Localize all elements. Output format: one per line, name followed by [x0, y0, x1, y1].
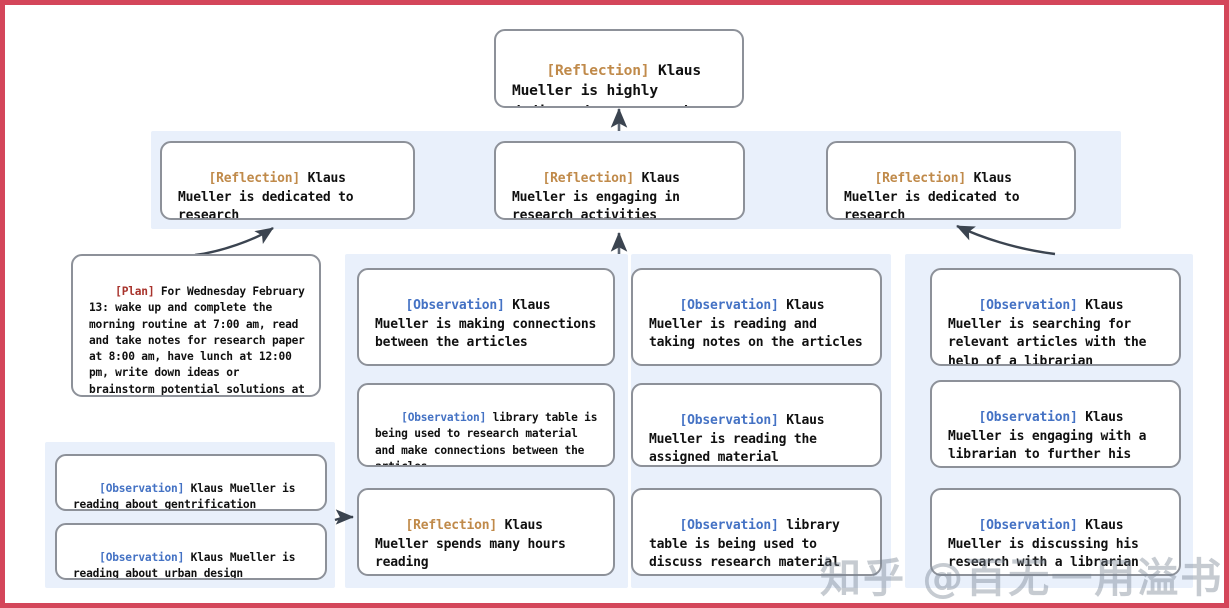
node-text: Klaus Mueller is discussing his research…	[948, 518, 1147, 571]
node-tag: [Observation]	[978, 518, 1078, 534]
column1-node-2[interactable]: [Observation] library table is being use…	[357, 383, 615, 467]
column2-node-3[interactable]: [Observation] library table is being use…	[631, 488, 882, 576]
node-text: Klaus Mueller is engaging in research ac…	[512, 171, 688, 220]
node-tag: [Observation]	[401, 411, 487, 425]
node-text: Klaus Mueller spends many hours reading	[375, 518, 574, 571]
node-text: library table is being used to discuss r…	[649, 518, 848, 571]
node-tag: [Reflection]	[542, 171, 635, 187]
node-tag: [Observation]	[99, 482, 185, 496]
left-observation-node-1[interactable]: [Observation] Klaus Mueller is reading a…	[55, 454, 327, 511]
column1-node-1[interactable]: [Observation] Klaus Mueller is making co…	[357, 268, 615, 366]
tier2-reflection-node-middle[interactable]: [Reflection] Klaus Mueller is engaging i…	[494, 141, 745, 220]
node-text: Klaus Mueller is making connections betw…	[375, 298, 604, 351]
column2-node-2[interactable]: [Observation] Klaus Mueller is reading t…	[631, 383, 882, 467]
node-text: library table is being used to research …	[375, 411, 604, 467]
node-text: For Wednesday February 13: wake up and c…	[89, 285, 305, 396]
left-observation-node-2[interactable]: [Observation] Klaus Mueller is reading a…	[55, 523, 327, 580]
node-tag: [Plan]	[115, 285, 155, 299]
node-text: Klaus Mueller is reading about gentrific…	[73, 482, 302, 511]
column3-node-3[interactable]: [Observation] Klaus Mueller is discussin…	[930, 488, 1181, 576]
node-text: Klaus Mueller is dedicated to research	[178, 171, 362, 220]
node-text: Klaus Mueller is reading the assigned ma…	[649, 413, 833, 466]
root-reflection-node[interactable]: [Reflection] Klaus Mueller is highly ded…	[494, 29, 744, 108]
node-tag: [Observation]	[679, 413, 779, 429]
node-tag: [Observation]	[679, 298, 779, 314]
column2-node-1[interactable]: [Observation] Klaus Mueller is reading a…	[631, 268, 882, 366]
column3-node-1[interactable]: [Observation] Klaus Mueller is searching…	[930, 268, 1181, 366]
tier2-reflection-node-left[interactable]: [Reflection] Klaus Mueller is dedicated …	[160, 141, 415, 220]
node-text: Klaus Mueller is highly dedicated to res…	[512, 61, 701, 106]
node-text: Klaus Mueller is reading about urban des…	[73, 551, 302, 580]
node-text: Klaus Mueller is engaging with a librari…	[948, 410, 1147, 466]
node-tag: [Reflection]	[546, 61, 650, 79]
node-tag: [Observation]	[978, 298, 1078, 314]
node-text: Klaus Mueller is searching for relevant …	[948, 298, 1154, 366]
tier2-reflection-node-right[interactable]: [Reflection] Klaus Mueller is dedicated …	[826, 141, 1076, 220]
node-tag: [Reflection]	[208, 171, 301, 187]
column1-node-3[interactable]: [Reflection] Klaus Mueller spends many h…	[357, 488, 615, 576]
node-tag: [Observation]	[405, 298, 505, 314]
plan-node[interactable]: [Plan] For Wednesday February 13: wake u…	[71, 254, 321, 397]
node-tag: [Observation]	[99, 551, 185, 565]
node-tag: [Reflection]	[874, 171, 967, 187]
column3-node-2[interactable]: [Observation] Klaus Mueller is engaging …	[930, 380, 1181, 468]
node-text: Klaus Mueller is dedicated to research	[844, 171, 1028, 220]
node-tag: [Observation]	[978, 410, 1078, 426]
node-tag: [Reflection]	[405, 518, 498, 534]
node-text: Klaus Mueller is reading and taking note…	[649, 298, 863, 351]
node-tag: [Observation]	[679, 518, 779, 534]
